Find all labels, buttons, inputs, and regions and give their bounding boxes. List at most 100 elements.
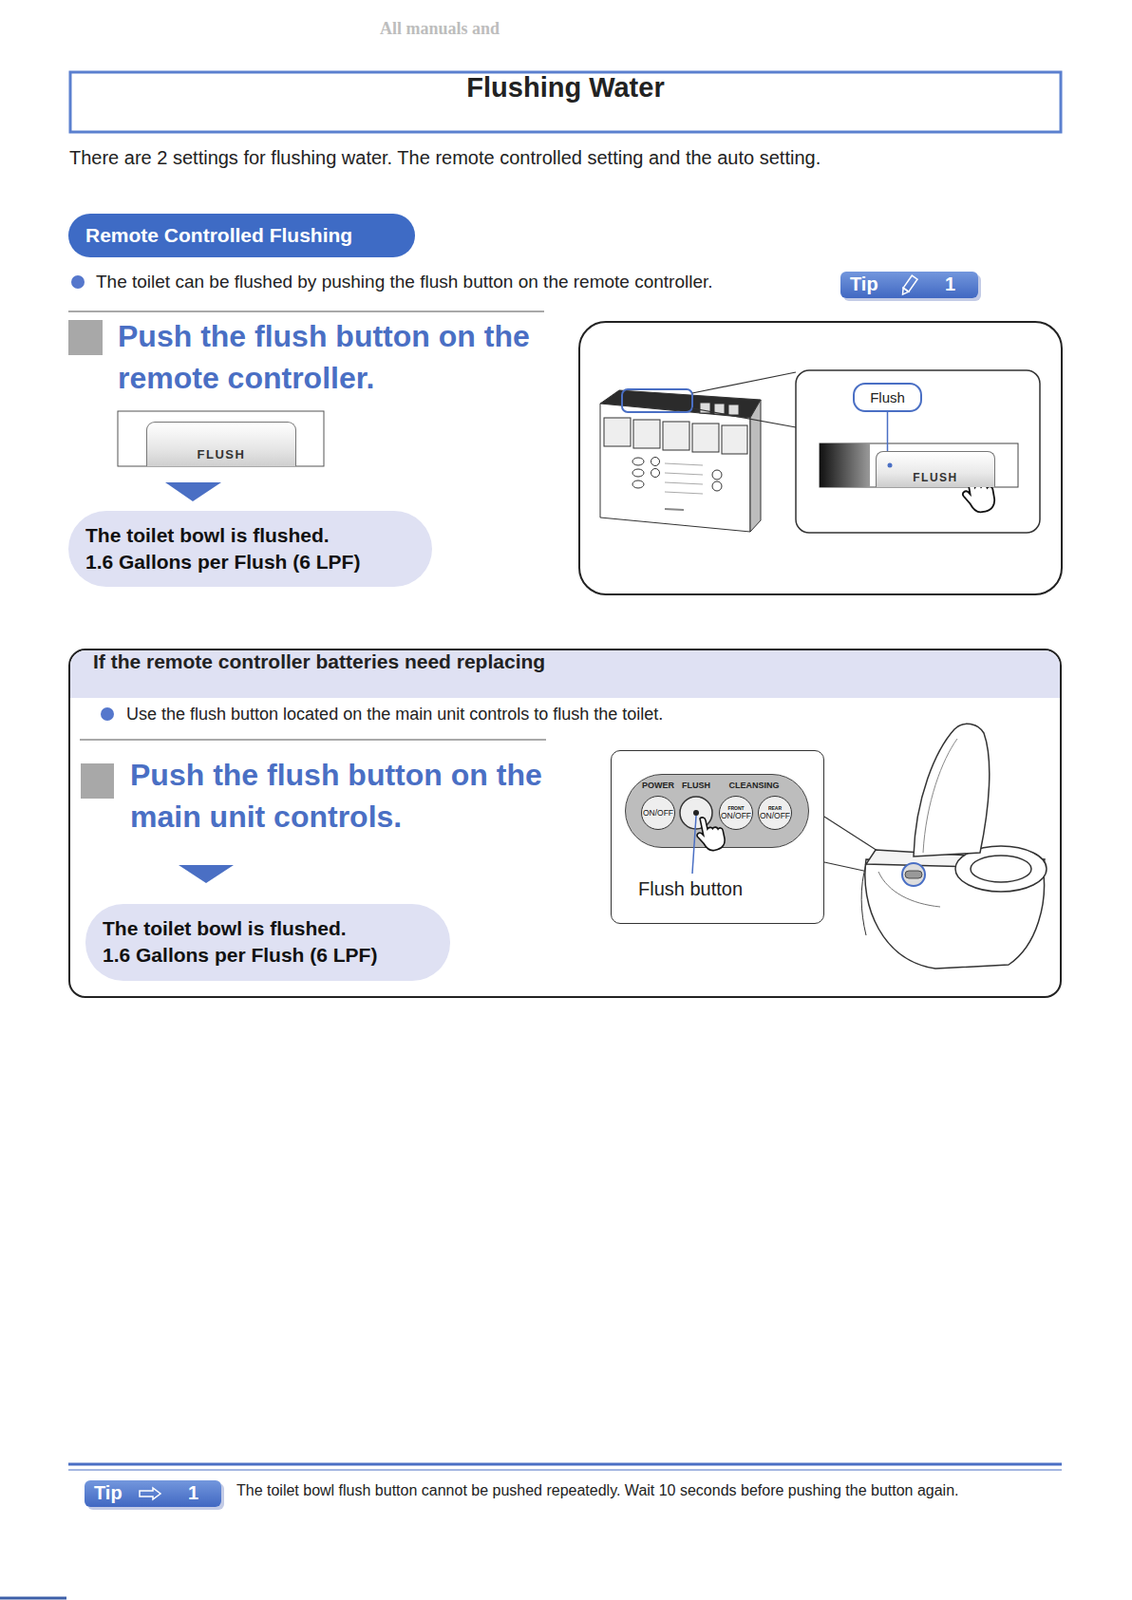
node-text: FRONT: [727, 805, 744, 812]
drawing-part: [664, 472, 703, 475]
node-text: CLEANSING: [728, 780, 779, 791]
illustration-panel: [579, 321, 1062, 595]
node-text: Tip: [849, 273, 879, 296]
flush-button: FLUSH: [146, 421, 297, 467]
tip-badge: Tip 1: [840, 271, 979, 299]
drawing-part: [878, 871, 941, 907]
drawing-part: [923, 738, 958, 853]
drawing-part: [632, 457, 644, 466]
drawing-part: [970, 855, 1032, 883]
leader-line: [886, 412, 889, 452]
button-frame: [117, 411, 324, 467]
control-strip: POWERFLUSHCLEANSINGON/OFFFRONTON/OFFREAR…: [624, 773, 810, 849]
drawing-part: [913, 723, 990, 857]
node-text: ON/OFF: [642, 808, 674, 818]
node-text: 1: [944, 273, 956, 296]
callout-box: [795, 370, 1040, 533]
drawing-part: [712, 481, 722, 491]
control-button: ON/OFF: [641, 795, 676, 831]
rule-line: [68, 310, 545, 313]
drawing-part: [664, 482, 703, 485]
callout-line: [692, 408, 796, 428]
pencil-icon: [900, 275, 918, 297]
footer-rule: [68, 1463, 1062, 1467]
tip-note: The toilet bowl flush button cannot be p…: [236, 1482, 960, 1500]
node-text: Use the flush button located on the main…: [126, 704, 663, 725]
footer-rule: [68, 1470, 1062, 1472]
drawing-part: [712, 470, 722, 480]
bullet-text: The toilet can be flushed by pushing the…: [95, 271, 714, 293]
result-pill: The toilet bowl is flushed.1.6 Gallons p…: [68, 510, 433, 587]
callout-line: [692, 372, 796, 394]
tip-badge: Tip 1: [84, 1480, 222, 1508]
drawing-part: [651, 469, 661, 478]
node-text: 1.6 Gallons per Flush (6 LPF): [85, 548, 416, 576]
arrow-icon: [139, 1488, 161, 1500]
bullet-dot: [71, 275, 85, 289]
dot: [693, 810, 699, 816]
bullet-dot: [100, 707, 114, 721]
result-pill: The toilet bowl is flushed.1.6 Gallons p…: [85, 904, 451, 982]
node-text: Tip: [94, 1482, 123, 1505]
node-text: ON/OFF: [759, 811, 791, 821]
intro-text: There are 2 settings for flushing water.…: [69, 147, 821, 170]
dark-bar: [819, 443, 870, 488]
node-text: The toilet bowl is flushed.: [102, 915, 434, 943]
control-callout-circle: [902, 863, 925, 887]
drawing-part: [692, 423, 719, 453]
node-text: REAR: [768, 805, 782, 812]
highlight-outline: [622, 389, 693, 413]
title-frame: [70, 72, 1061, 133]
drawing-part: [721, 425, 748, 454]
step-square: [68, 320, 103, 356]
drawing-part: [632, 469, 644, 477]
drawing-part: [664, 491, 703, 494]
drawing-part: [600, 403, 751, 532]
toilet-drawing: [861, 723, 1047, 969]
node-text: Remote Controlled Flushing: [85, 224, 353, 247]
control-button: FRONTON/OFF: [718, 795, 754, 831]
page-title: Flushing Water: [70, 72, 1061, 133]
drawing-part: [633, 419, 661, 449]
node-text: 1.6 Gallons per Flush (6 LPF): [102, 942, 434, 969]
section-pill: Remote Controlled Flushing: [68, 213, 416, 258]
node-text: ON/OFF: [720, 811, 752, 821]
down-arrow: [165, 482, 222, 502]
node-text: 1: [188, 1482, 199, 1505]
dot: [887, 463, 893, 469]
drawing-part: [903, 275, 918, 292]
node-text: FLUSH: [681, 780, 711, 791]
node-text: FLUSH: [197, 447, 246, 462]
step-heading: Push the flush button on the remote cont…: [117, 315, 565, 399]
flush-button: FLUSH: [875, 451, 996, 488]
drawing-part: [728, 404, 739, 416]
leader-line: [692, 815, 697, 874]
node-text: Push the flush button on the main unit c…: [130, 754, 577, 838]
info-panel: If the remote controller batteries need …: [68, 648, 1062, 999]
drawing-part: [900, 287, 909, 297]
step-square: [80, 763, 114, 799]
illustration-panel: Flush buttonPOWERFLUSHCLEANSINGON/OFFFRO…: [610, 750, 825, 925]
remote-controller: [600, 390, 761, 532]
page-edge-bar: [0, 1597, 67, 1600]
rule-line: [79, 738, 547, 741]
node-text: Flush button: [638, 878, 743, 901]
drawing-part: [603, 417, 631, 447]
drawing-part: [632, 480, 644, 489]
drawing-part: [664, 463, 703, 466]
button-bar: [819, 443, 1019, 488]
node-text: FLUSH: [912, 471, 959, 485]
control-button: REARON/OFF: [757, 795, 793, 831]
drawing-part: [662, 421, 690, 451]
callout-label: Flush: [852, 382, 923, 413]
down-arrow: [178, 865, 234, 884]
drawing-part: [139, 1488, 161, 1500]
node-text: If the remote controller batteries need …: [70, 650, 1060, 699]
node-text: The toilet bowl is flushed.: [85, 522, 416, 549]
drawing-part: [861, 864, 867, 936]
flush-circle: [679, 796, 713, 830]
drawing-part: [651, 457, 661, 467]
control-mini: [905, 870, 923, 879]
node-text: POWER: [641, 780, 675, 791]
